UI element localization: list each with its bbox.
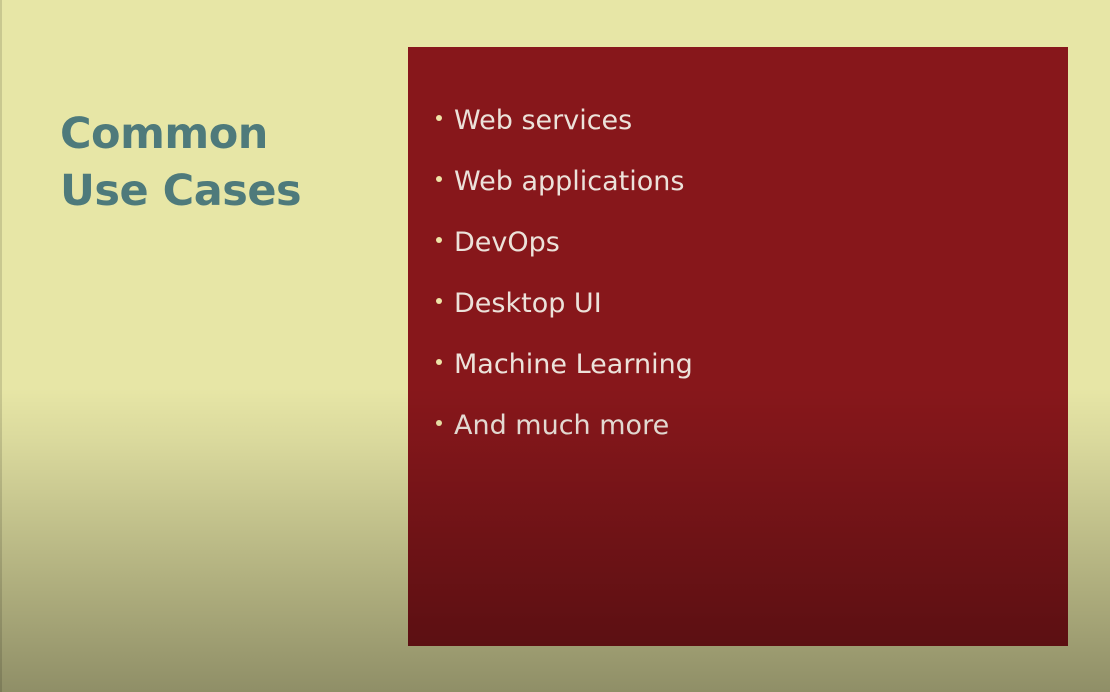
- bullet-item-and-much-more: And much more: [434, 408, 693, 469]
- bullet-list: Web services Web applications DevOps Des…: [434, 103, 693, 469]
- slide-title: Common Use Cases: [60, 106, 302, 220]
- bullet-text: Machine Learning: [454, 349, 693, 380]
- bullet-text: And much more: [454, 410, 670, 441]
- bullet-item-machine-learning: Machine Learning: [434, 347, 693, 408]
- bullet-text: Web services: [454, 105, 633, 136]
- bullet-icon: [436, 359, 442, 365]
- bullet-item-desktop-ui: Desktop UI: [434, 286, 693, 347]
- slide-edge: [0, 0, 2, 692]
- slide-title-line-2: Use Cases: [60, 166, 302, 216]
- bullet-item-devops: DevOps: [434, 225, 693, 286]
- bullet-icon: [436, 115, 442, 121]
- bullet-icon: [436, 420, 442, 426]
- bullet-icon: [436, 237, 442, 243]
- bullet-text: Web applications: [454, 166, 685, 197]
- bullet-item-web-applications: Web applications: [434, 164, 693, 225]
- bullet-icon: [436, 176, 442, 182]
- bullet-text: DevOps: [454, 227, 560, 258]
- content-panel: Web services Web applications DevOps Des…: [408, 47, 1068, 646]
- bullet-icon: [436, 298, 442, 304]
- bullet-item-web-services: Web services: [434, 103, 693, 164]
- bullet-text: Desktop UI: [454, 288, 602, 319]
- slide-title-line-1: Common: [60, 109, 268, 159]
